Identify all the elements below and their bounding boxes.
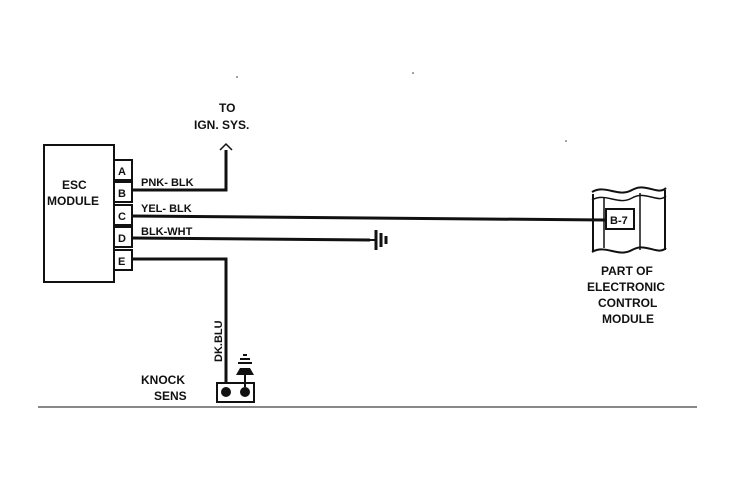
wire-b-label: PNK- BLK [141, 177, 194, 189]
wire-d [131, 236, 371, 242]
esc-module-label-1: ESC [62, 178, 87, 192]
speck [412, 72, 414, 74]
wire-e [132, 257, 228, 386]
wire-c-label: YEL- BLK [141, 203, 192, 215]
pin-d-label: D [118, 233, 126, 245]
pin-a-label: A [118, 166, 126, 178]
ignition-label-1: TO [219, 101, 235, 115]
ecm-label-2: ELECTRONIC [587, 280, 665, 294]
pin-b-box [113, 181, 133, 203]
pin-c-box [113, 204, 133, 226]
ecm-pin-label: B-7 [610, 215, 628, 227]
knock-sensor-label-1: KNOCK [141, 373, 185, 387]
esc-module-box [43, 144, 115, 283]
speck [236, 76, 238, 78]
ignition-label-2: IGN. SYS. [194, 118, 249, 132]
esc-module-label-2: MODULE [47, 194, 99, 208]
ecm-connector [591, 186, 667, 254]
ecm-label-1: PART OF [601, 264, 653, 278]
ignition-connector-icon [219, 142, 233, 151]
ground-icon [370, 230, 388, 250]
pin-d-box [113, 226, 133, 248]
pin-a-box [113, 159, 133, 181]
pin-e-label: E [118, 256, 125, 268]
ecm-label-4: MODULE [602, 312, 654, 326]
speck [565, 140, 567, 142]
wire-e-label: DK.BLU [213, 320, 225, 362]
ecm-label-3: CONTROL [598, 296, 657, 310]
wire-c [131, 214, 606, 222]
knock-sensor-label-2: SENS [154, 389, 187, 403]
pin-b-label: B [118, 188, 126, 200]
pin-c-label: C [118, 211, 126, 223]
wire-b [132, 150, 228, 192]
knock-sensor-icon [216, 354, 255, 403]
wire-d-label: BLK-WHT [141, 226, 193, 238]
